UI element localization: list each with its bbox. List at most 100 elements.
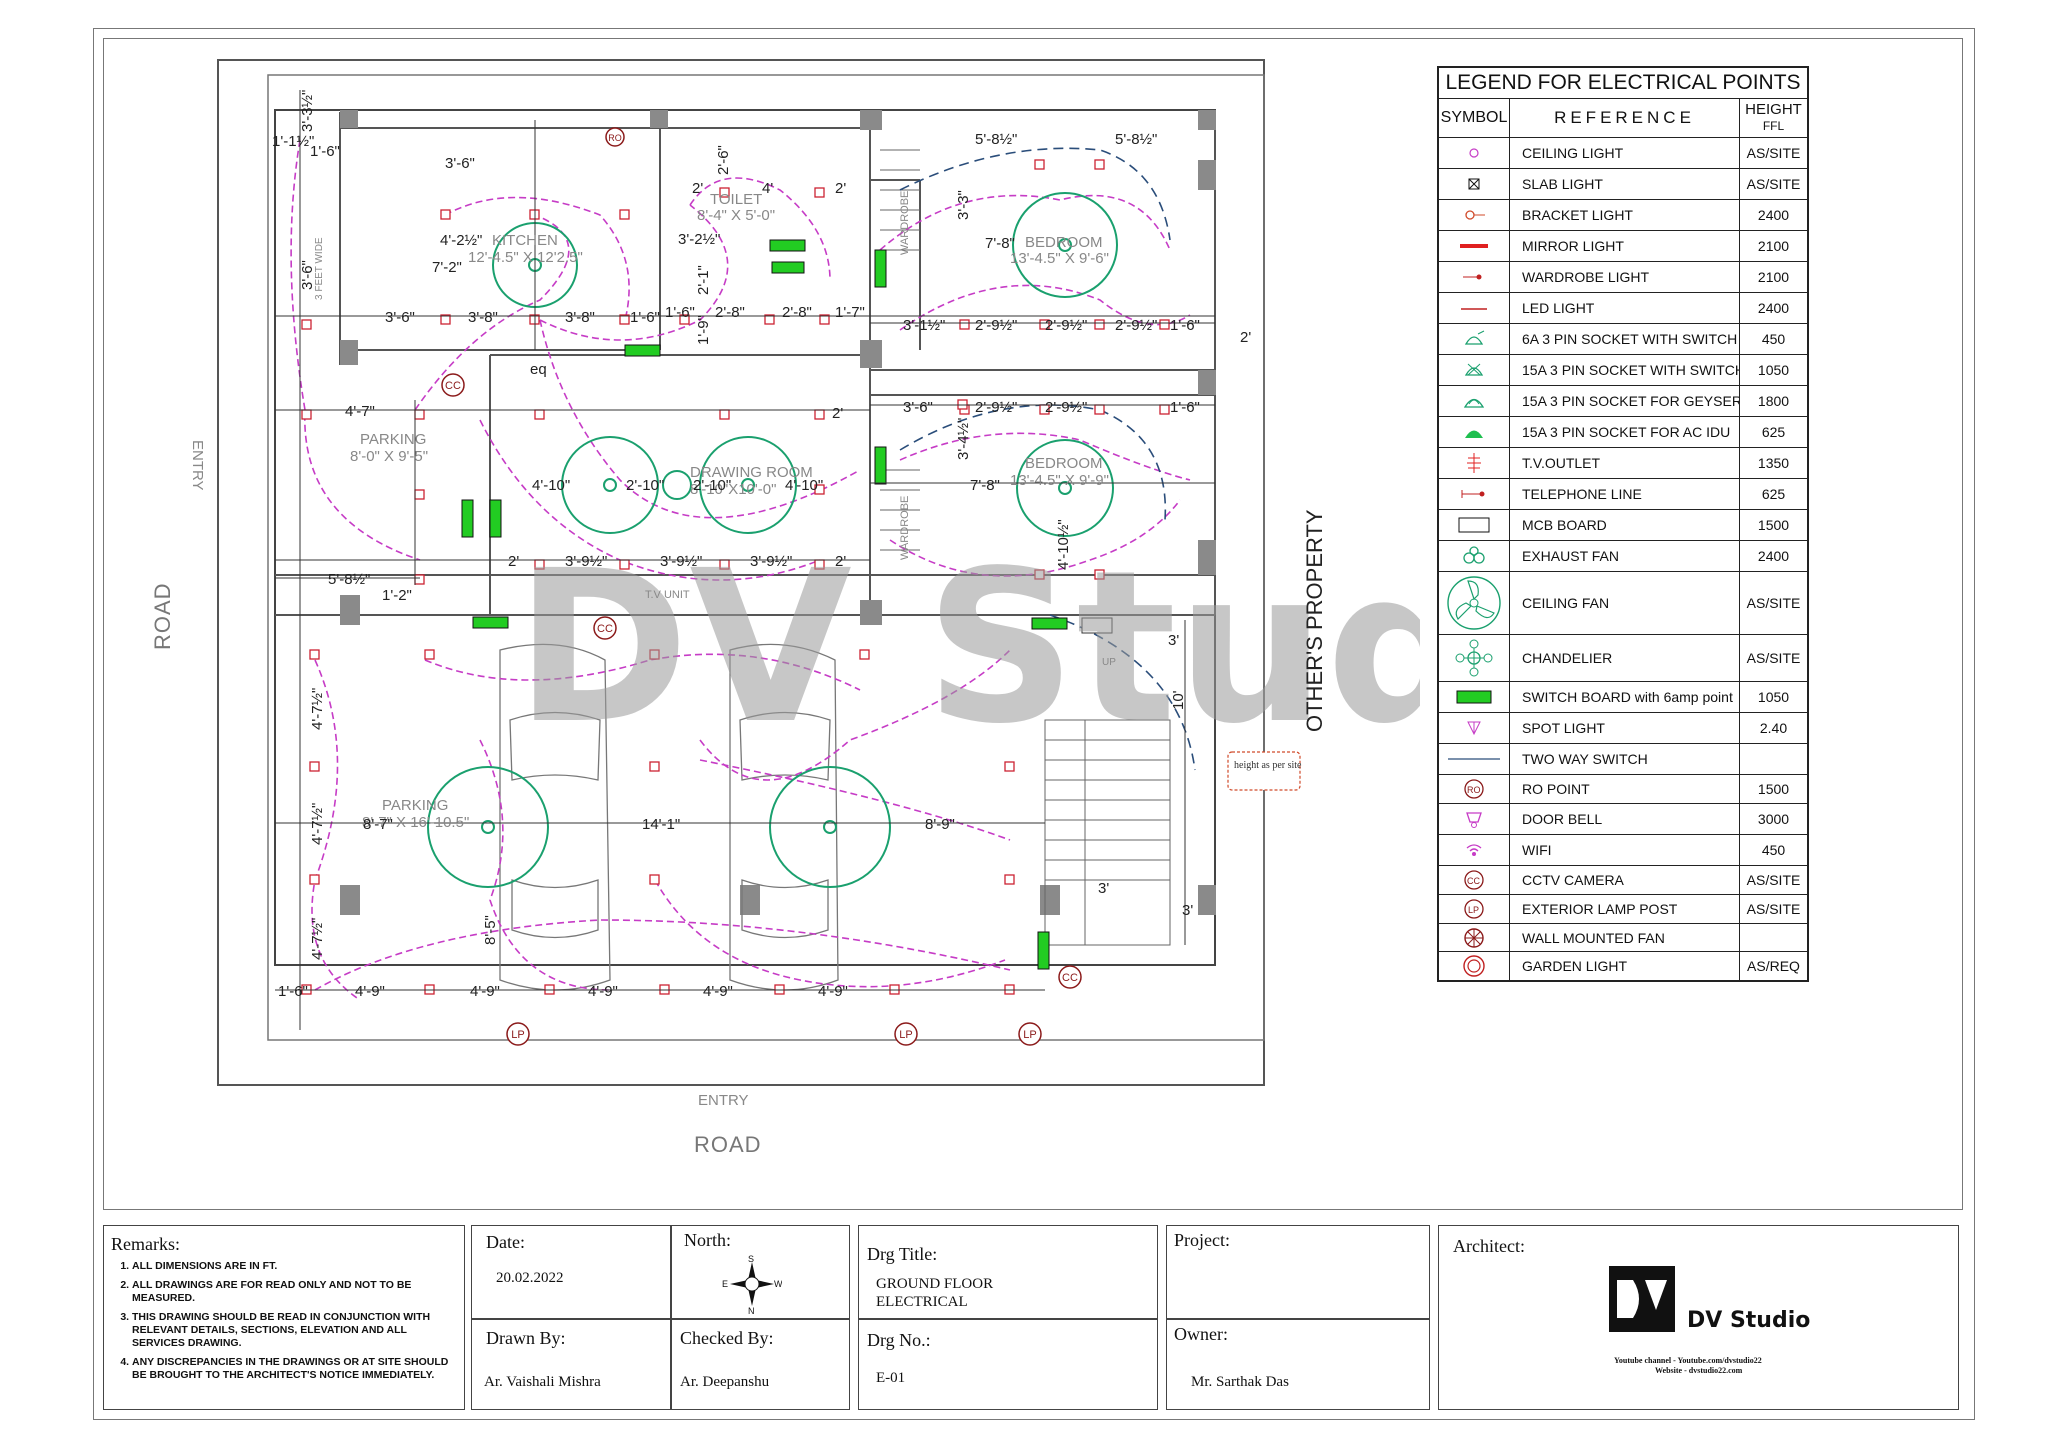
room-parking-small: PARKING [360,431,426,448]
room-bedroom-1-size: 13'-4.5" X 9'-6" [1010,250,1109,267]
room-kitchen-size: 12'-4.5" X 12'2.5" [468,249,583,266]
dimension-labels-vertical: 3'-3½" 3'-6" 2'-6" 3'-3" 3'-4½" 4'-10½" … [299,90,1187,960]
website-link[interactable]: Website - dvstudio22.com [1655,1366,1743,1375]
dim-47: 8'-9" [925,816,955,833]
date-divider-h [472,1318,849,1320]
legend-reference: SPOT LIGHT [1510,713,1740,743]
legend-reference: SWITCH BOARD with 6amp point [1510,682,1740,712]
ceiling-light-icon [1439,138,1510,168]
legend-height: 1050 [1757,362,1790,378]
svg-text:CC: CC [1467,876,1480,886]
garden-light-icon [1439,952,1510,980]
room-kitchen: KITCHEN [492,232,558,249]
youtube-link[interactable]: Youtube channel - Youtube.com/dvstudio22 [1614,1356,1762,1365]
dim-40: 2' [835,553,846,570]
sheet-inner-border [103,38,1963,1210]
dim-34: 4'-10" [785,477,823,494]
tv-outlet-icon [1439,448,1510,478]
wall-mounted-fan-icon [1439,924,1510,951]
dim-68: 2'-9½" [975,399,1017,416]
dim-2: 1'-6" [310,143,340,160]
date-north-box: Date: 20.02.2022 North: S N E W Drawn By… [471,1225,850,1410]
dim-58: 10' [1170,690,1187,710]
others-property: OTHER'S PROPERTY [1302,509,1327,732]
legend-reference: MIRROR LIGHT [1510,231,1740,261]
dim-55: 3' [1168,632,1179,649]
legend-head-height: HEIGHT FFL [1740,99,1807,137]
legend-height: 3000 [1757,811,1790,827]
legend-reference: CHANDELIER [1510,635,1740,681]
socket-6a-icon [1439,324,1510,354]
switch-board-icon [1439,682,1510,712]
ceiling-fan-icon [1439,572,1510,634]
lamp-post-marker-1: LP [511,1029,524,1041]
project-owner-box: Project: Owner: Mr. Sarthak Das [1166,1225,1430,1410]
dim-44: 4'-7½" [309,803,326,845]
legend-height: AS/SITE [1746,901,1801,917]
legend-height: 2100 [1757,269,1790,285]
dim-18: 2' [835,180,846,197]
legend-reference: EXTERIOR LAMP POST [1510,895,1740,923]
drawn-by-label: Drawn By: [486,1328,566,1348]
markers: CC CC CC LP LP LP RO [441,127,1082,1046]
room-drawing: DRAWING ROOM [690,464,813,481]
legend-height: AS/SITE [1746,176,1801,192]
remark-3: THIS DRAWING SHOULD BE READ IN CONJUNCTI… [132,1311,454,1350]
legend-row: EXHAUST FAN 2400 [1439,541,1807,572]
drg-title-label: Drg Title: [867,1244,938,1264]
bracket-light-icon [1439,200,1510,230]
staircase [880,149,1171,946]
dim-61: 3' [1098,880,1109,897]
svg-text:RO: RO [1467,785,1481,795]
drg-no-value: E-01 [876,1370,906,1386]
legend-height: 450 [1761,331,1786,347]
remark-1: ALL DIMENSIONS ARE IN FT. [132,1260,454,1273]
socket-15a-icon [1439,355,1510,385]
two-way-switch-icon [1439,744,1510,774]
stair-up-label: UP [1102,657,1116,668]
switch-boards [461,239,1068,970]
legend-reference: 15A 3 PIN SOCKET FOR AC IDU [1510,417,1740,447]
dim-52: 4'-9" [588,983,618,1000]
dim-15: 1'-7" [835,304,865,321]
cctv-marker-2: CC [597,623,613,635]
legend-reference: WIFI [1510,835,1740,865]
legend-reference: DOOR BELL [1510,804,1740,834]
dim-17: 4' [762,180,773,197]
dim-53: 4'-9" [703,983,733,1000]
dim-62: eq [530,361,547,378]
led-light-icon [1439,293,1510,323]
dim-13: 2'-8" [715,304,745,321]
owner-value: Mr. Sarthak Das [1191,1374,1289,1390]
dim-3: 3'-3½" [299,90,316,132]
watermark-text: DV Studio [515,525,1420,770]
exterior-lamp-post-icon: LP [1439,895,1510,923]
road-bottom: ROAD [694,1132,762,1157]
mcb-board [1081,617,1113,634]
tv-unit-label: T.V UNIT [645,589,690,601]
architect-box: Architect: DV Studio Youtube channel - Y… [1438,1225,1959,1410]
legend-row: SLAB LIGHT AS/SITE [1439,169,1807,200]
remark-2: ALL DRAWINGS ARE FOR READ ONLY AND NOT T… [132,1279,454,1305]
legend-height: 625 [1761,486,1786,502]
dim-36: 3'-9½" [565,553,607,570]
legend-reference: SLAB LIGHT [1510,169,1740,199]
dim-22: 5'-8½" [1115,131,1157,148]
legend-height: 450 [1761,842,1786,858]
legend-height: 2400 [1757,548,1790,564]
checked-by-value: Ar. Deepanshu [680,1374,770,1390]
legend-reference: EXHAUST FAN [1510,541,1740,571]
legend-reference: 15A 3 PIN SOCKET FOR GEYSER [1510,386,1740,416]
legend-head-reference: REFERENCE [1510,99,1740,137]
lamp-post-marker-2: LP [899,1029,912,1041]
architect-label: Architect: [1453,1236,1525,1256]
